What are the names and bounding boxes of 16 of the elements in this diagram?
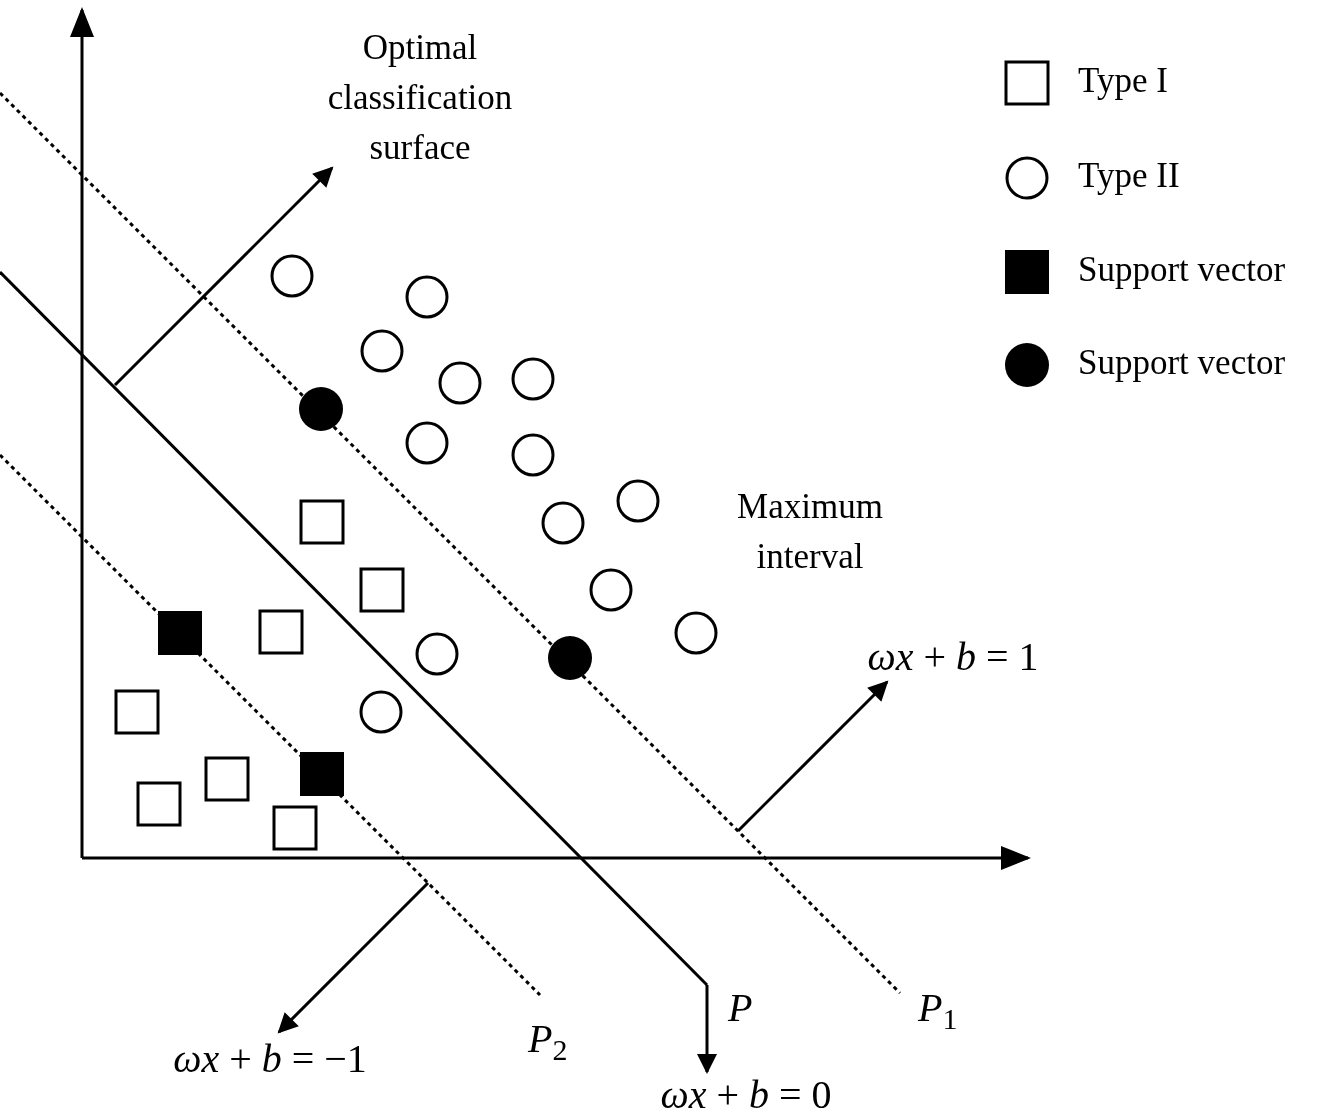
arrow (736, 680, 889, 833)
equation-label: ωx + b = 1 (848, 632, 1058, 682)
legend-text: Type I (1078, 60, 1168, 102)
annotation-text: Maximum interval (736, 486, 884, 578)
equation-label: ωx + b = 0 (636, 1072, 856, 1117)
equation-label: Optimal classification surface (300, 28, 540, 168)
arrow (113, 166, 334, 387)
arrow (277, 881, 430, 1034)
legend-text: Type II (1078, 155, 1180, 197)
equation-label: ωx + b = −1 (155, 1032, 385, 1086)
legend-text: Support vector (1078, 249, 1286, 291)
plane-label: P$_{2}$ (528, 1016, 569, 1061)
arrow (697, 985, 717, 1074)
legend-text: Support vector (1078, 342, 1286, 384)
plane-label: P$_{1}$ (918, 985, 959, 1030)
plane-label: P (728, 985, 754, 1030)
